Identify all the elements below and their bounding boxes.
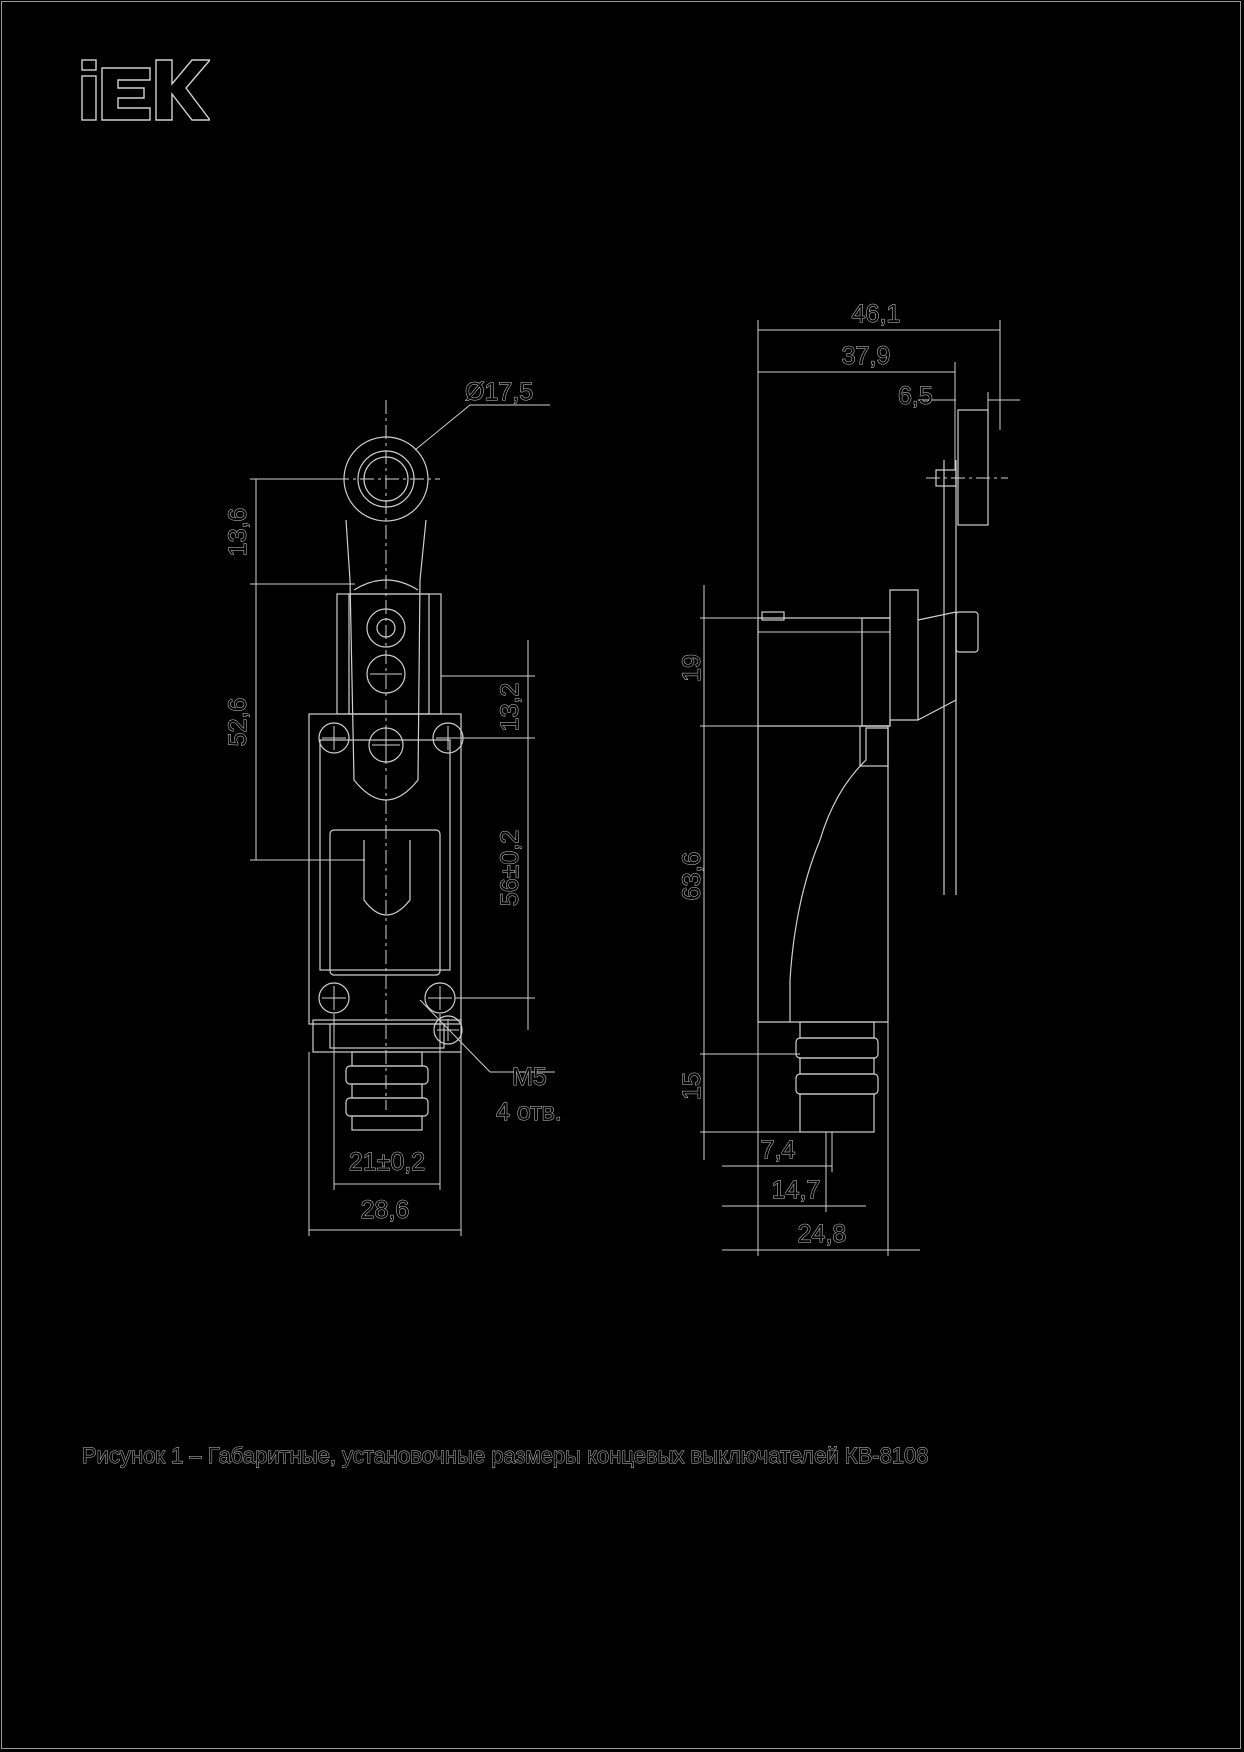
side-button: [955, 611, 979, 653]
mount-hole-screw: [433, 1015, 463, 1045]
dim-21-label: 21±0,2: [349, 1148, 425, 1176]
front-view: Ø17,5 13,6 52,6 13,2 56±0,2 M5 4 отв. 21…: [224, 378, 562, 1236]
head-screw-2: [366, 654, 406, 694]
roller-inner: [357, 450, 415, 508]
side-head-block: [861, 617, 891, 727]
head-screw-1-core: [376, 618, 396, 638]
holes-count-label: 4 отв.: [496, 1098, 562, 1126]
m5-label: M5: [512, 1063, 547, 1091]
base-plate-slot: [329, 1023, 445, 1049]
roller-bore: [363, 456, 409, 502]
figure-caption: Рисунок 1 – Габаритные, установочные раз…: [82, 1443, 929, 1468]
roller-outer: [343, 436, 429, 522]
m5-leader: [419, 999, 491, 1073]
side-body-tab: [859, 725, 889, 767]
bottom-left-screw: [318, 982, 350, 1014]
side-head: [757, 589, 919, 727]
switch-cover: [329, 829, 441, 976]
dim-24-8-label: 24,8: [798, 1220, 847, 1248]
side-body: [757, 726, 889, 1023]
dim-63-6-label: 63,6: [678, 852, 706, 901]
top-right-screw: [432, 722, 464, 754]
top-left-screw: [318, 722, 350, 754]
switch-body: [308, 713, 462, 1025]
dim-56-label: 56±0,2: [496, 830, 524, 906]
iek-logo: [81, 59, 210, 121]
side-cable-gland: [795, 1021, 879, 1133]
cable-gland: [345, 1051, 429, 1131]
dim-13-2-label: 13,2: [496, 683, 524, 732]
side-view: 46,1 37,9 6,5 19 63,6 15 7,4 14,7 24,8: [678, 300, 1020, 1256]
dim-46-1-label: 46,1: [852, 300, 901, 328]
dim-13-6-label: 13,6: [224, 508, 252, 557]
side-head-wedge: [917, 611, 957, 721]
lever-arc: [353, 579, 419, 591]
side-head-cap: [761, 611, 785, 621]
centre-screw: [368, 727, 404, 763]
dim-15-label: 15: [678, 1072, 706, 1100]
dim-28-6-label: 28,6: [361, 1196, 410, 1224]
bottom-right-screw: [424, 982, 456, 1014]
dim-37-9-label: 37,9: [842, 342, 891, 370]
lever-slot: [363, 840, 411, 916]
switch-body-inner: [319, 739, 451, 971]
dim-52-6-label: 52,6: [224, 698, 252, 747]
head-screw-1: [366, 608, 406, 648]
roller-leader: [414, 404, 471, 451]
base-plate: [312, 1019, 462, 1053]
dim-19-label: 19: [678, 654, 706, 682]
head-block-inner: [348, 593, 430, 715]
lever-arm: [345, 519, 427, 801]
dim-6-5-label: 6,5: [898, 382, 933, 410]
side-roller: [957, 409, 989, 526]
dim-7-4-label: 7,4: [761, 1136, 796, 1164]
roller-diameter-label: Ø17,5: [465, 378, 533, 406]
dim-14-7-label: 14,7: [772, 1176, 821, 1204]
